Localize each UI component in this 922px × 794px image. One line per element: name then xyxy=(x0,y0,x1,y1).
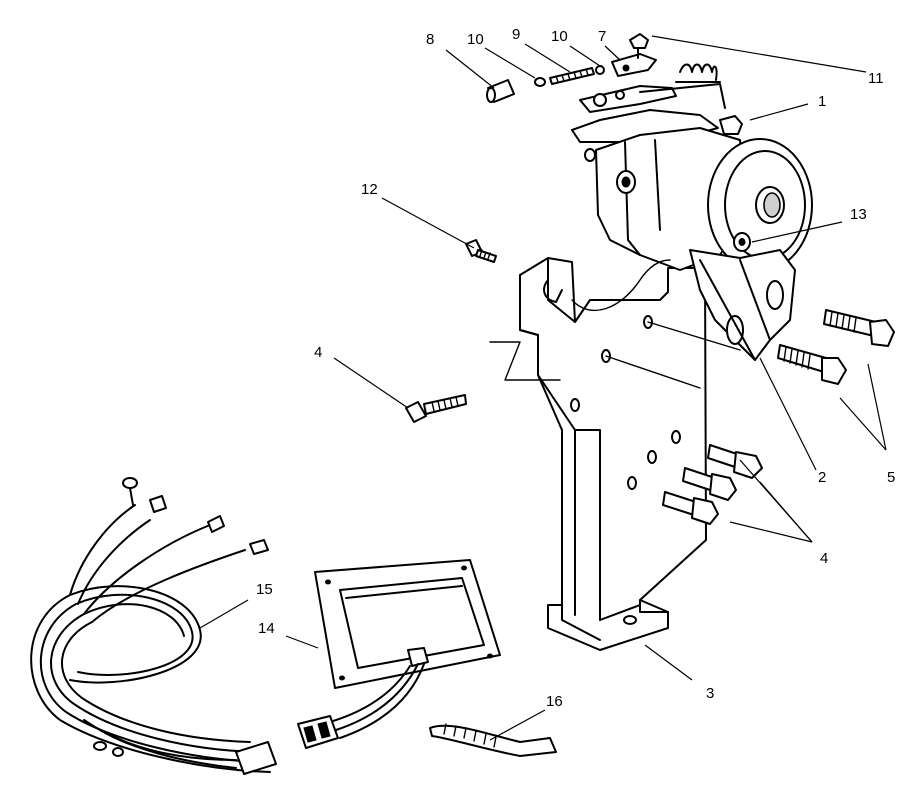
callout-5: 5 xyxy=(887,469,895,486)
callout-13: 13 xyxy=(850,206,867,223)
callout-3: 3 xyxy=(706,685,714,702)
callout-11: 11 xyxy=(868,70,884,87)
callout-1: 1 xyxy=(818,93,826,110)
mounting-bracket xyxy=(489,257,741,651)
callout-14: 14 xyxy=(258,620,275,637)
callout-10-left: 10 xyxy=(467,31,484,48)
bolt-4-left xyxy=(405,394,467,423)
bolt-12 xyxy=(465,239,497,263)
callout-2: 2 xyxy=(818,469,826,486)
control-module xyxy=(314,559,501,689)
callout-12: 12 xyxy=(361,181,378,198)
callout-8: 8 xyxy=(426,31,434,48)
callout-15: 15 xyxy=(256,581,273,598)
throttle-linkage xyxy=(486,33,726,113)
callout-labels: 8 10 9 10 7 11 1 12 13 4 2 5 4 15 14 3 1… xyxy=(256,26,895,710)
callout-16: 16 xyxy=(546,693,563,710)
pump-assembly xyxy=(571,109,813,361)
wire-harness xyxy=(30,477,425,775)
bolts-4-right xyxy=(662,444,763,525)
cable-tie xyxy=(429,723,557,757)
callout-4-right: 4 xyxy=(820,550,828,567)
leader-lines xyxy=(199,35,887,741)
callout-9: 9 xyxy=(512,26,520,43)
bolts-5 xyxy=(777,309,895,385)
callout-4-left: 4 xyxy=(314,344,322,361)
callout-7: 7 xyxy=(598,28,606,45)
callout-10-right: 10 xyxy=(551,28,568,45)
